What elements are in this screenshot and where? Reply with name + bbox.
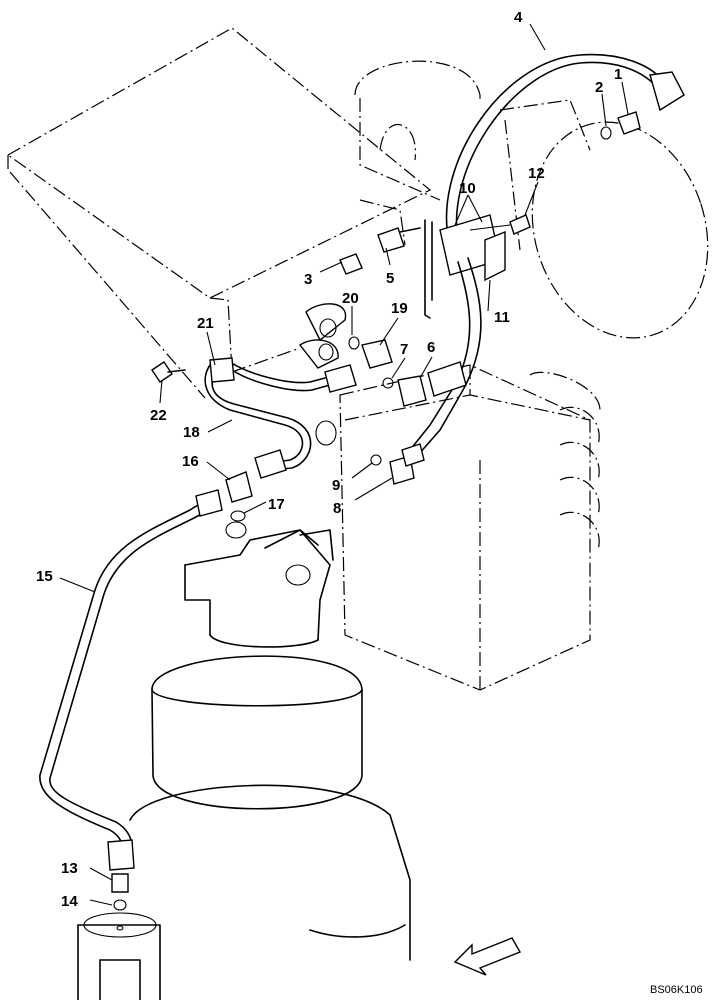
callout-18: 18: [183, 424, 200, 441]
callout-12: 12: [528, 165, 545, 182]
callout-19: 19: [391, 300, 408, 317]
callout-1: 1: [614, 66, 622, 83]
callout-7: 7: [400, 341, 408, 358]
swing-motor-body: [129, 521, 411, 961]
callout-3: 3: [304, 271, 312, 288]
callout-labels: 1 2 3 4 5 6 7 8 9 10 11 12 13 14 15 16 1…: [36, 9, 622, 910]
callout-17: 17: [268, 496, 285, 513]
direction-arrow-icon: [453, 937, 522, 976]
fittings-16-17: [225, 471, 253, 522]
callout-16: 16: [182, 453, 199, 470]
callout-4: 4: [514, 9, 523, 26]
callout-21: 21: [197, 315, 214, 332]
drawing-code: BS06K106: [650, 984, 703, 996]
bolt-22: [151, 361, 186, 383]
hose-15: [39, 489, 223, 911]
callout-10: 10: [459, 180, 476, 197]
fittings-3-5: [339, 227, 421, 275]
callout-5: 5: [386, 270, 394, 287]
callout-20: 20: [342, 290, 359, 307]
port-block: [77, 912, 161, 1000]
callout-8: 8: [333, 500, 341, 517]
callout-6: 6: [427, 339, 435, 356]
callout-11: 11: [494, 309, 510, 326]
callout-2: 2: [595, 79, 603, 96]
hose-4: [445, 53, 685, 251]
callout-15: 15: [36, 568, 53, 585]
callout-14: 14: [61, 893, 78, 910]
block-10-assembly: [409, 214, 531, 456]
fittings-1-2: [600, 111, 641, 140]
callout-9: 9: [332, 477, 340, 494]
leader-lines: [59, 23, 629, 906]
callout-13: 13: [61, 860, 78, 877]
phantom-outlines: [6, 27, 709, 691]
callout-22: 22: [150, 407, 167, 424]
fittings-middle: [298, 303, 467, 485]
hose-18: [204, 357, 357, 479]
